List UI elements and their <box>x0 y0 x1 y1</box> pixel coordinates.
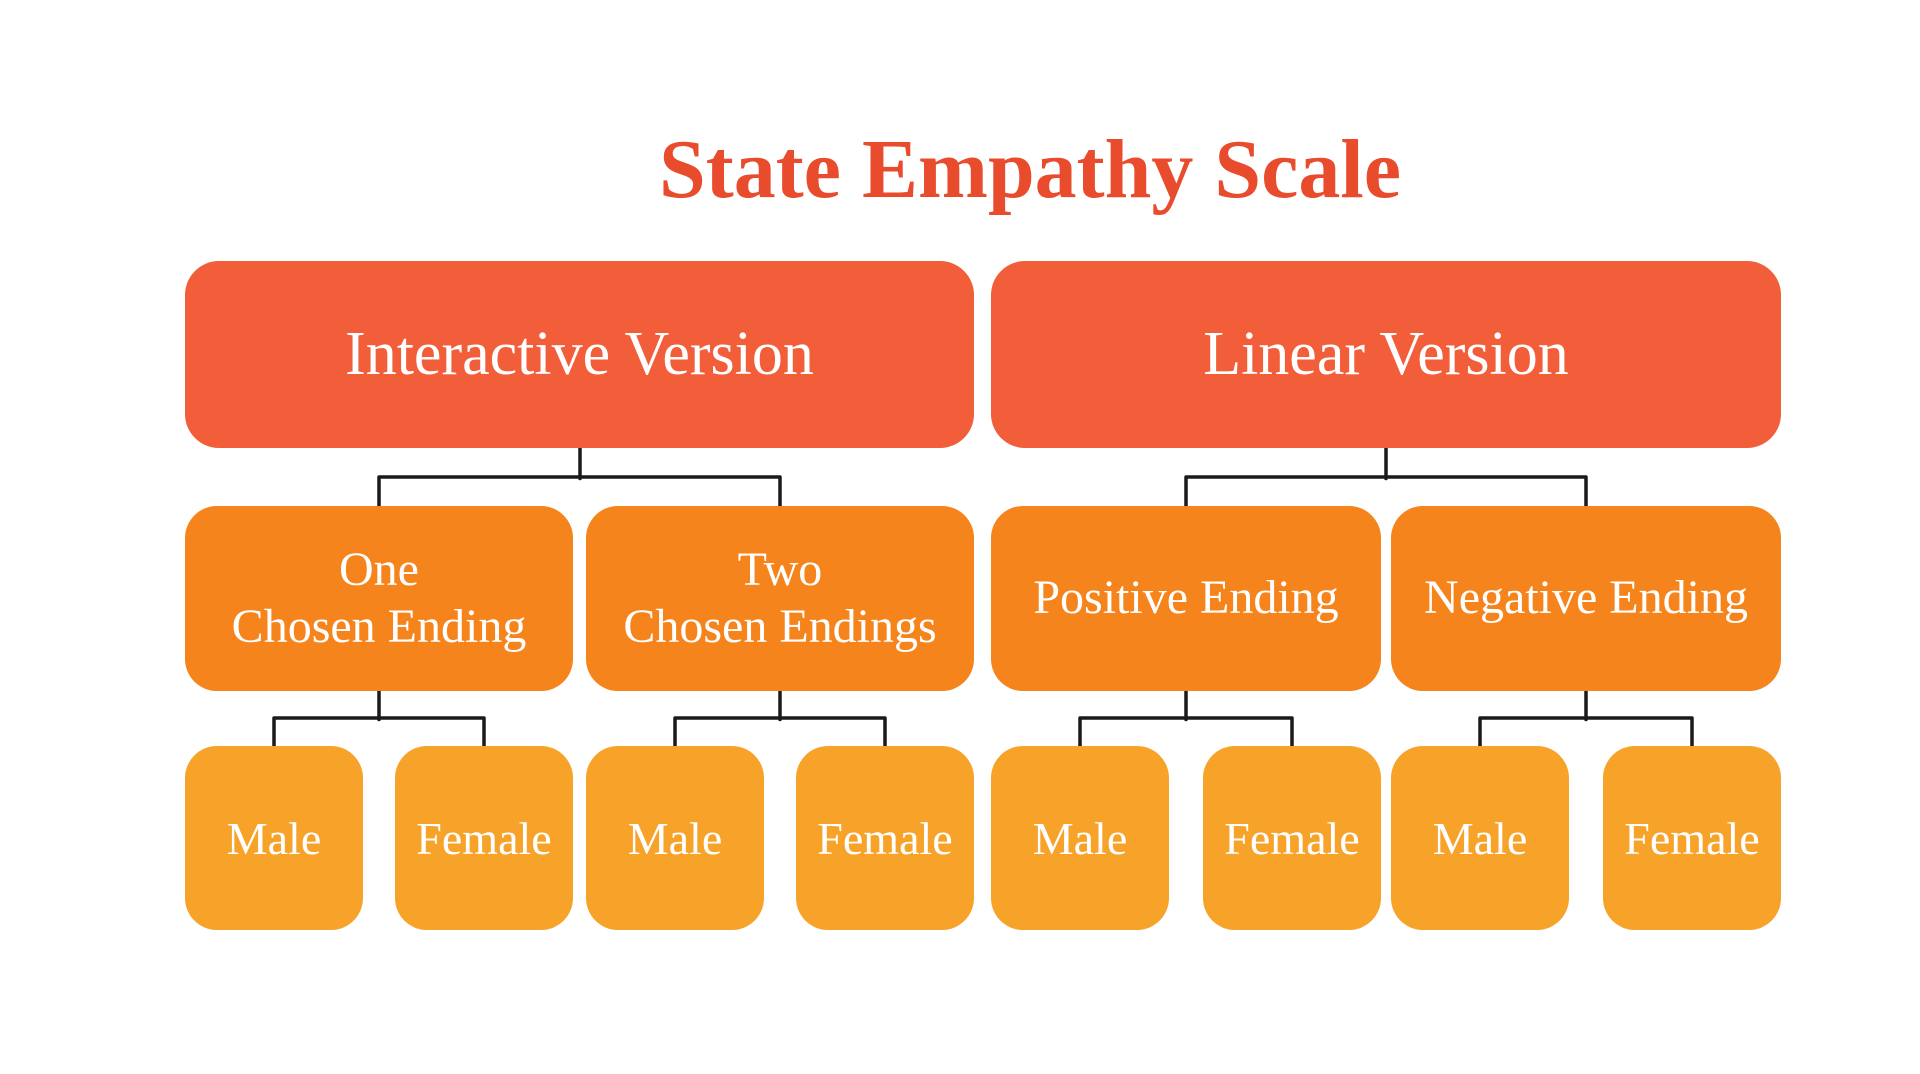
connector-interactive-to-children <box>377 446 782 508</box>
connector-two-chosen-to-children <box>673 689 887 748</box>
node-one-chosen-ending: One Chosen Ending <box>185 506 573 691</box>
connector-one-chosen-to-children <box>272 689 486 748</box>
node-linear-version: Linear Version <box>991 261 1781 448</box>
node-female-1: Female <box>395 746 573 930</box>
node-male-2: Male <box>586 746 764 930</box>
connector-positive-to-children <box>1078 689 1294 748</box>
node-male-3: Male <box>991 746 1169 930</box>
node-female-2: Female <box>796 746 974 930</box>
node-two-chosen-endings: Two Chosen Endings <box>586 506 974 691</box>
diagram-title: State Empathy Scale <box>659 123 1401 216</box>
node-interactive-version: Interactive Version <box>185 261 974 448</box>
node-positive-ending: Positive Ending <box>991 506 1381 691</box>
node-male-1: Male <box>185 746 363 930</box>
node-male-4: Male <box>1391 746 1569 930</box>
node-female-3: Female <box>1203 746 1381 930</box>
connector-negative-to-children <box>1478 689 1694 748</box>
node-female-4: Female <box>1603 746 1781 930</box>
connector-linear-to-children <box>1184 446 1588 508</box>
node-negative-ending: Negative Ending <box>1391 506 1781 691</box>
